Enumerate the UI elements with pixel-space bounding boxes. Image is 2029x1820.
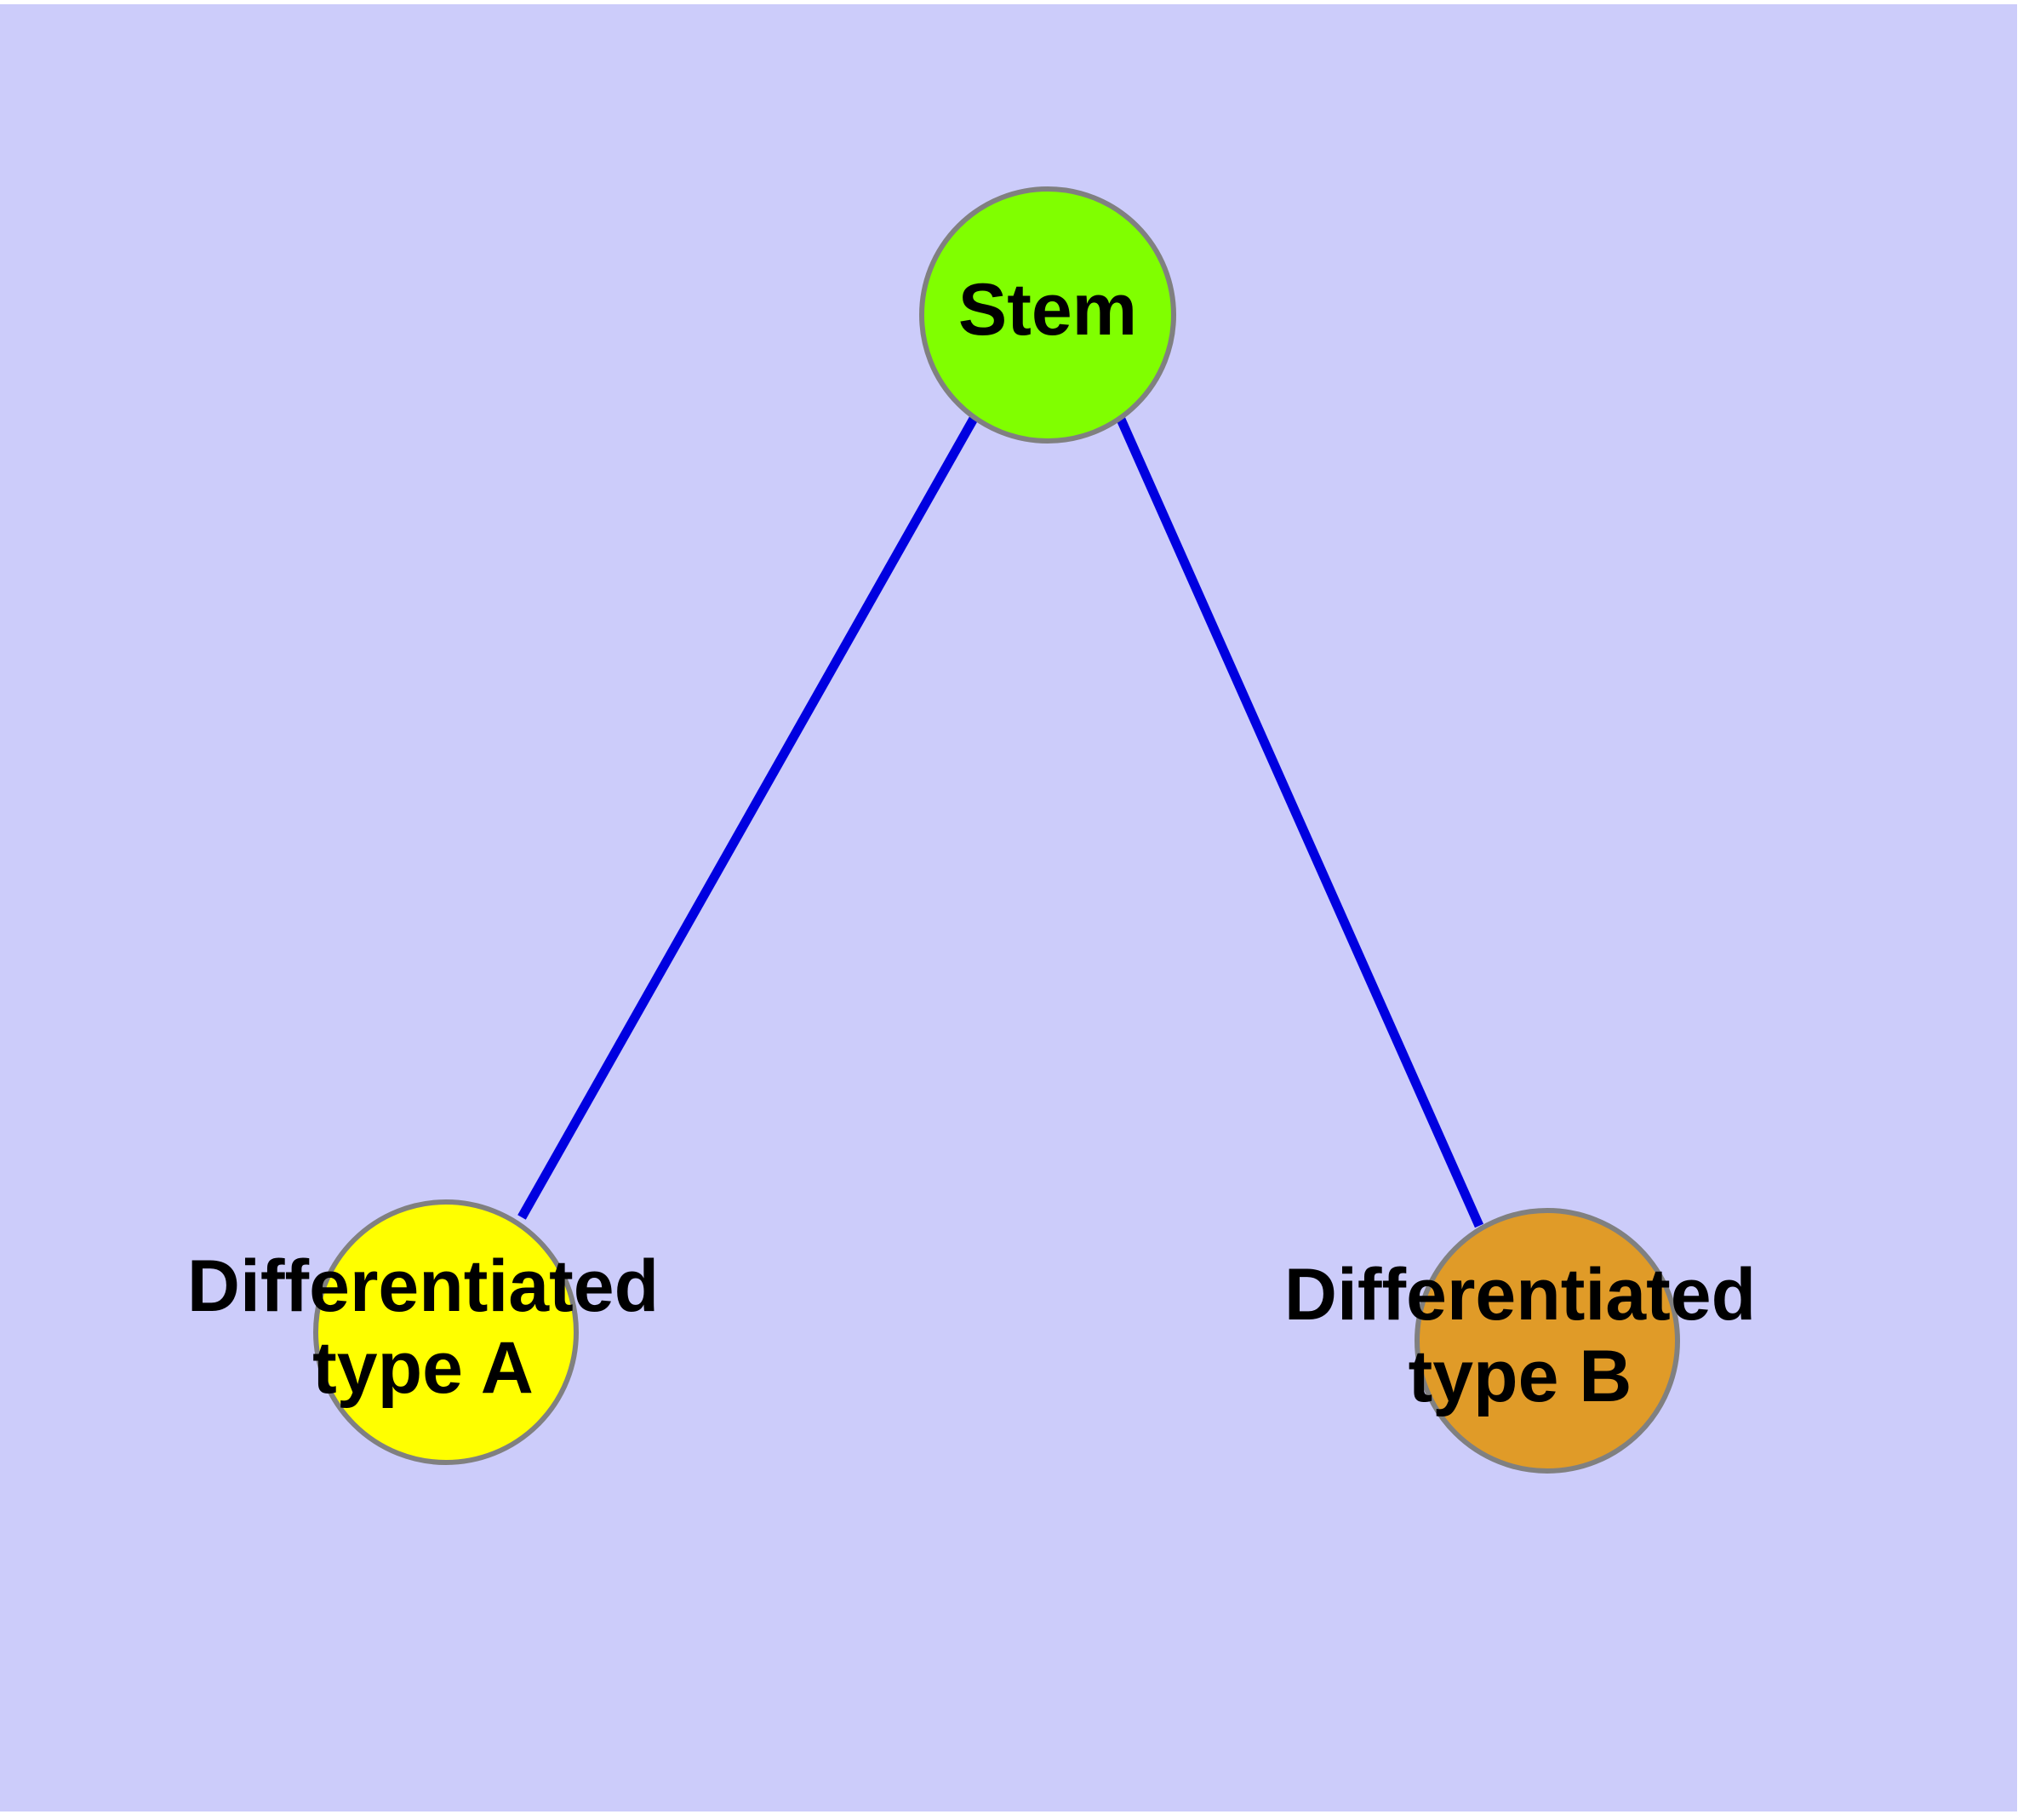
- node-label-line: type A: [312, 1327, 534, 1409]
- node-label-stem: Stem: [958, 269, 1137, 351]
- node-differentiated-type-b[interactable]: [1415, 1208, 1680, 1474]
- node-differentiated-type-a[interactable]: [313, 1199, 579, 1465]
- edge-stem-to-differentiated-type-a: [517, 415, 979, 1220]
- edge-stem-to-differentiated-type-b: [1114, 413, 1484, 1228]
- edge-layer: [517, 413, 1484, 1228]
- node-label-line: Differentiated: [187, 1245, 659, 1327]
- node-label-line: Differentiated: [1284, 1254, 1756, 1336]
- node-stem[interactable]: [919, 186, 1176, 444]
- node-layer: [313, 186, 1680, 1474]
- node-label-line: Stem: [958, 269, 1137, 351]
- node-label-line: type B: [1409, 1336, 1632, 1417]
